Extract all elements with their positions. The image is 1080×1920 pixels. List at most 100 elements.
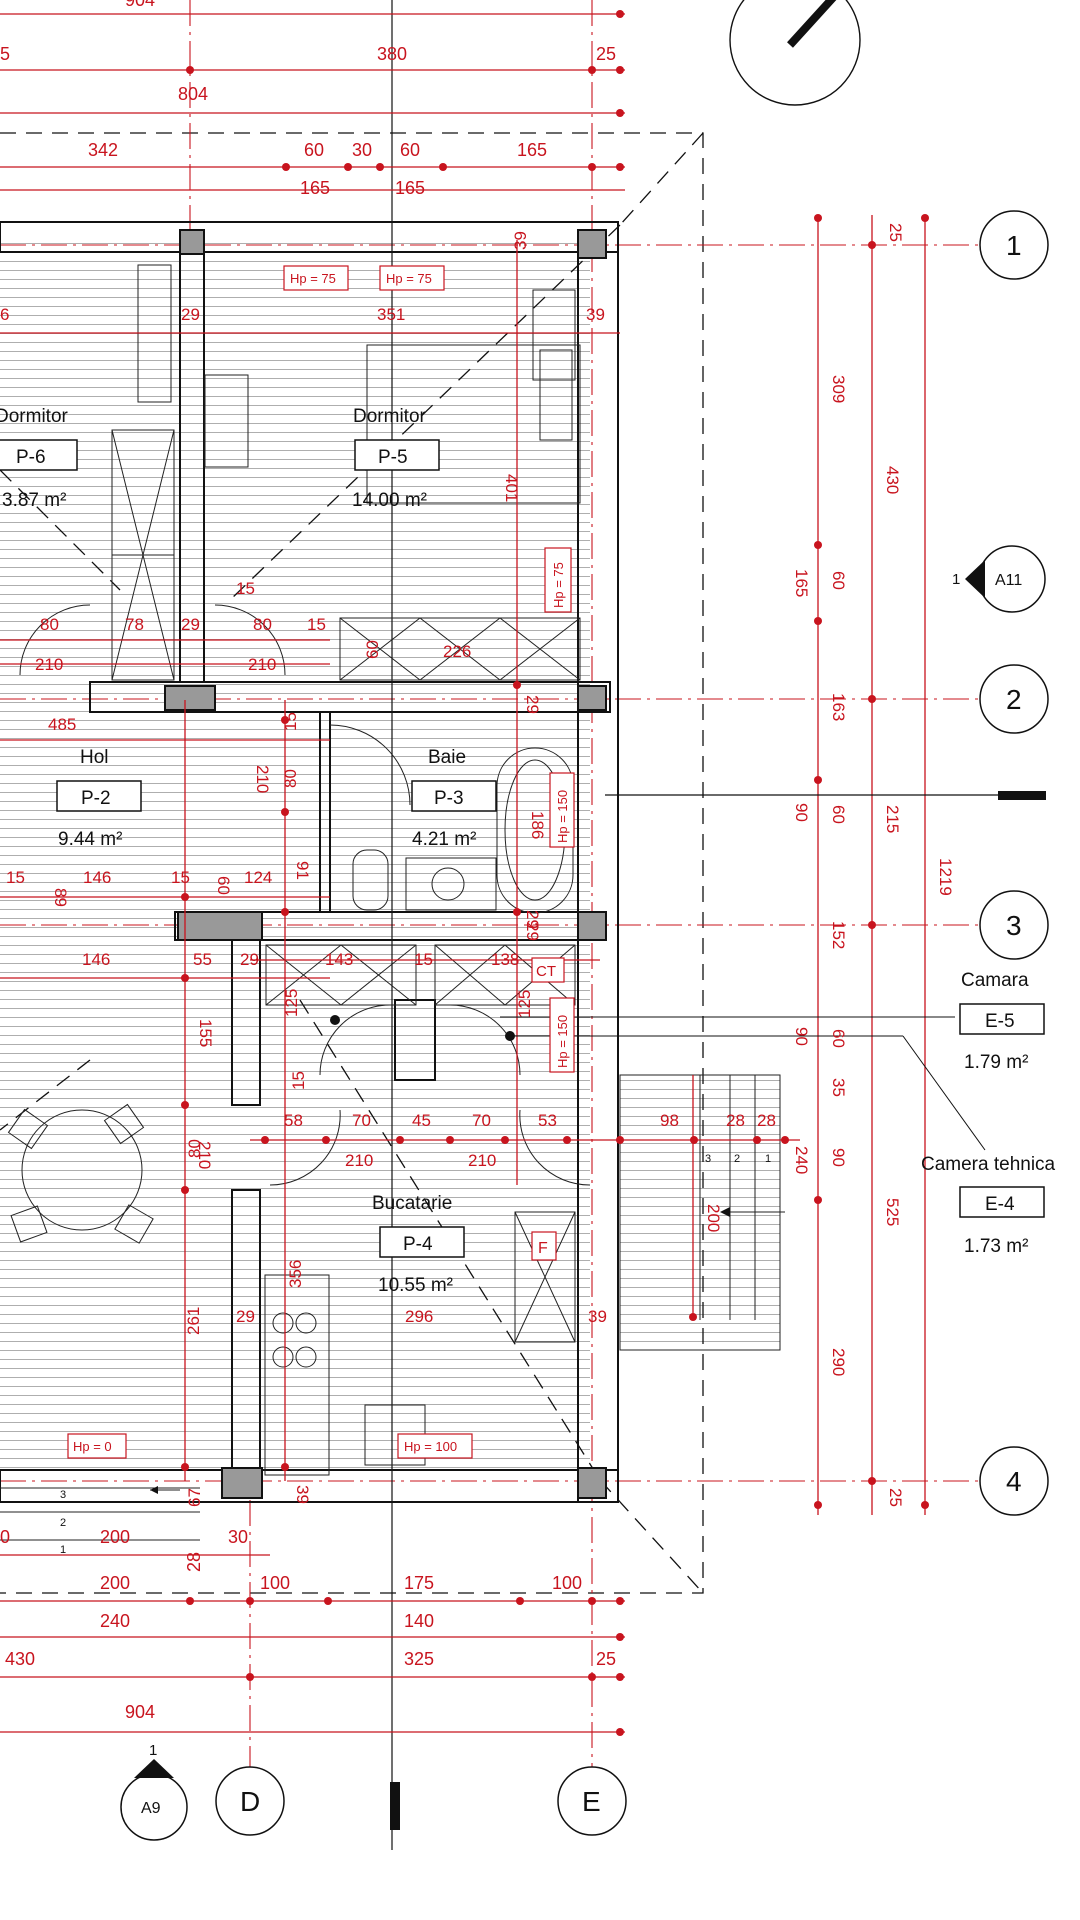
tag-hp75-b: Hp = 75	[386, 271, 432, 286]
dim-text: 60	[829, 1029, 848, 1048]
room-area: 9.44 m²	[58, 829, 122, 850]
dim-text: 1219	[936, 858, 955, 896]
tag-hp0: Hp = 0	[73, 1439, 112, 1454]
grid-bubble-d[interactable]: D	[215, 1766, 285, 1836]
room-e5[interactable]: Camara E-5 1.79 m²	[959, 970, 1045, 1073]
dim-text: 80	[40, 615, 59, 634]
dim-text: 186	[528, 811, 547, 839]
dim-text: 28	[757, 1111, 776, 1130]
grid-label: 2	[1006, 684, 1022, 715]
section-marker-a9[interactable]: 1 A9	[120, 1742, 188, 1841]
dim-text: 226	[443, 642, 471, 661]
dim-text: 125	[515, 990, 534, 1018]
dim-text: 80	[253, 615, 272, 634]
dim-text: 67	[185, 1488, 204, 1507]
tag-hp75-a: Hp = 75	[290, 271, 336, 286]
room-code: P-6	[16, 447, 46, 468]
dim-text: 430	[5, 1649, 35, 1669]
room-p6[interactable]: Dormitor P-6 3.87 m²	[0, 406, 78, 511]
dim-text: 29	[523, 910, 542, 929]
dim-text: 401	[502, 474, 521, 502]
room-p4[interactable]: Bucatarie P-4 10.55 m²	[372, 1193, 465, 1296]
dim-text: 39	[511, 231, 530, 250]
dim-text: 138	[491, 950, 519, 969]
dim-text: 210	[195, 1141, 214, 1169]
room-area: 4.21 m²	[412, 829, 476, 850]
dim-text: 140	[404, 1611, 434, 1631]
fixture-height-tags: Hp = 75 Hp = 75 Hp = 75 Hp = 150 Hp = 15…	[67, 265, 575, 1459]
room-p5[interactable]: Dormitor P-5 14.00 m²	[352, 406, 440, 511]
dim-text: 60	[304, 140, 324, 160]
dim-text: 15	[307, 615, 326, 634]
dim-text: 91	[293, 861, 312, 880]
room-code: P-3	[434, 788, 464, 809]
room-e4[interactable]: Camera tehnica E-4 1.73 m²	[921, 1154, 1056, 1257]
dim-text: 60	[400, 140, 420, 160]
dim-text: 356	[286, 1260, 305, 1288]
grid-label: 1	[1006, 230, 1022, 261]
dim-text: 29	[523, 922, 542, 941]
dimension-nodes	[181, 10, 929, 1736]
dim-text: 0	[0, 1527, 10, 1547]
dim-text: 165	[792, 569, 811, 597]
grid-axes	[0, 0, 980, 1850]
room-area: 3.87 m²	[2, 490, 66, 511]
grid-label: E	[582, 1786, 601, 1817]
dim-text: 261	[184, 1307, 203, 1335]
dim-text: 525	[883, 1198, 902, 1226]
section-sheet: A9	[141, 1800, 161, 1817]
dim-text: 89	[51, 888, 70, 907]
dim-text: 60	[829, 805, 848, 824]
dim-text: 175	[404, 1573, 434, 1593]
section-cut-lines	[390, 791, 1046, 1830]
dim-text: 70	[352, 1111, 371, 1130]
dim-text: 210	[345, 1151, 373, 1170]
stair-steps: 3 2 1 3 2 1	[60, 1153, 771, 1556]
grid-bubble-e[interactable]: E	[557, 1766, 627, 1836]
stair-number: 2	[734, 1153, 740, 1165]
dim-text: 210	[468, 1151, 496, 1170]
dim-text: 351	[377, 305, 405, 324]
grid-bubble-2[interactable]: 2	[979, 664, 1049, 734]
dim-text: 60	[829, 571, 848, 590]
dim-text: 53	[538, 1111, 557, 1130]
grid-bubble-3[interactable]: 3	[979, 890, 1049, 960]
section-sheet: A11	[995, 572, 1022, 589]
dim-text: 30	[228, 1527, 248, 1547]
dim-text: 155	[196, 1019, 215, 1047]
dim-text: 28	[726, 1111, 745, 1130]
tag-hp150-b: Hp = 150	[555, 1015, 570, 1068]
section-marker-a11[interactable]: 1 A11	[952, 545, 1046, 613]
dim-text: 15	[6, 868, 25, 887]
room-p3[interactable]: Baie P-3 4.21 m²	[411, 747, 497, 850]
room-code: P-4	[403, 1234, 433, 1255]
dim-text: 342	[88, 140, 118, 160]
dim-text: 45	[412, 1111, 431, 1130]
grid-bubble-1[interactable]: 1	[979, 210, 1049, 280]
tag-ct: CT	[536, 963, 556, 980]
north-arrow	[729, 0, 861, 106]
dim-text: 165	[517, 140, 547, 160]
room-area: 10.55 m²	[378, 1275, 453, 1296]
dims-top: 904 5 380 25 804 342 60 30 60 165 165 16…	[0, 0, 616, 198]
dim-text: 210	[35, 655, 63, 674]
dim-text: 100	[552, 1573, 582, 1593]
dim-text: 39	[588, 1307, 607, 1326]
dim-text: 29	[240, 950, 259, 969]
dim-text: 60	[363, 640, 382, 659]
dim-text: 70	[472, 1111, 491, 1130]
dim-text: 143	[325, 950, 353, 969]
grid-bubble-4[interactable]: 4	[979, 1446, 1049, 1516]
dim-text: 30	[352, 140, 372, 160]
dim-text: 98	[660, 1111, 679, 1130]
room-p2[interactable]: Hol P-2 9.44 m²	[56, 747, 142, 850]
grid-label: D	[240, 1786, 260, 1817]
section-number: 1	[952, 571, 960, 588]
dim-text: 25	[596, 44, 616, 64]
dim-text: 165	[395, 178, 425, 198]
walls	[0, 221, 619, 1503]
dim-text: 39	[293, 1485, 312, 1504]
dim-text: 15	[281, 712, 300, 731]
room-code: E-4	[985, 1194, 1015, 1215]
